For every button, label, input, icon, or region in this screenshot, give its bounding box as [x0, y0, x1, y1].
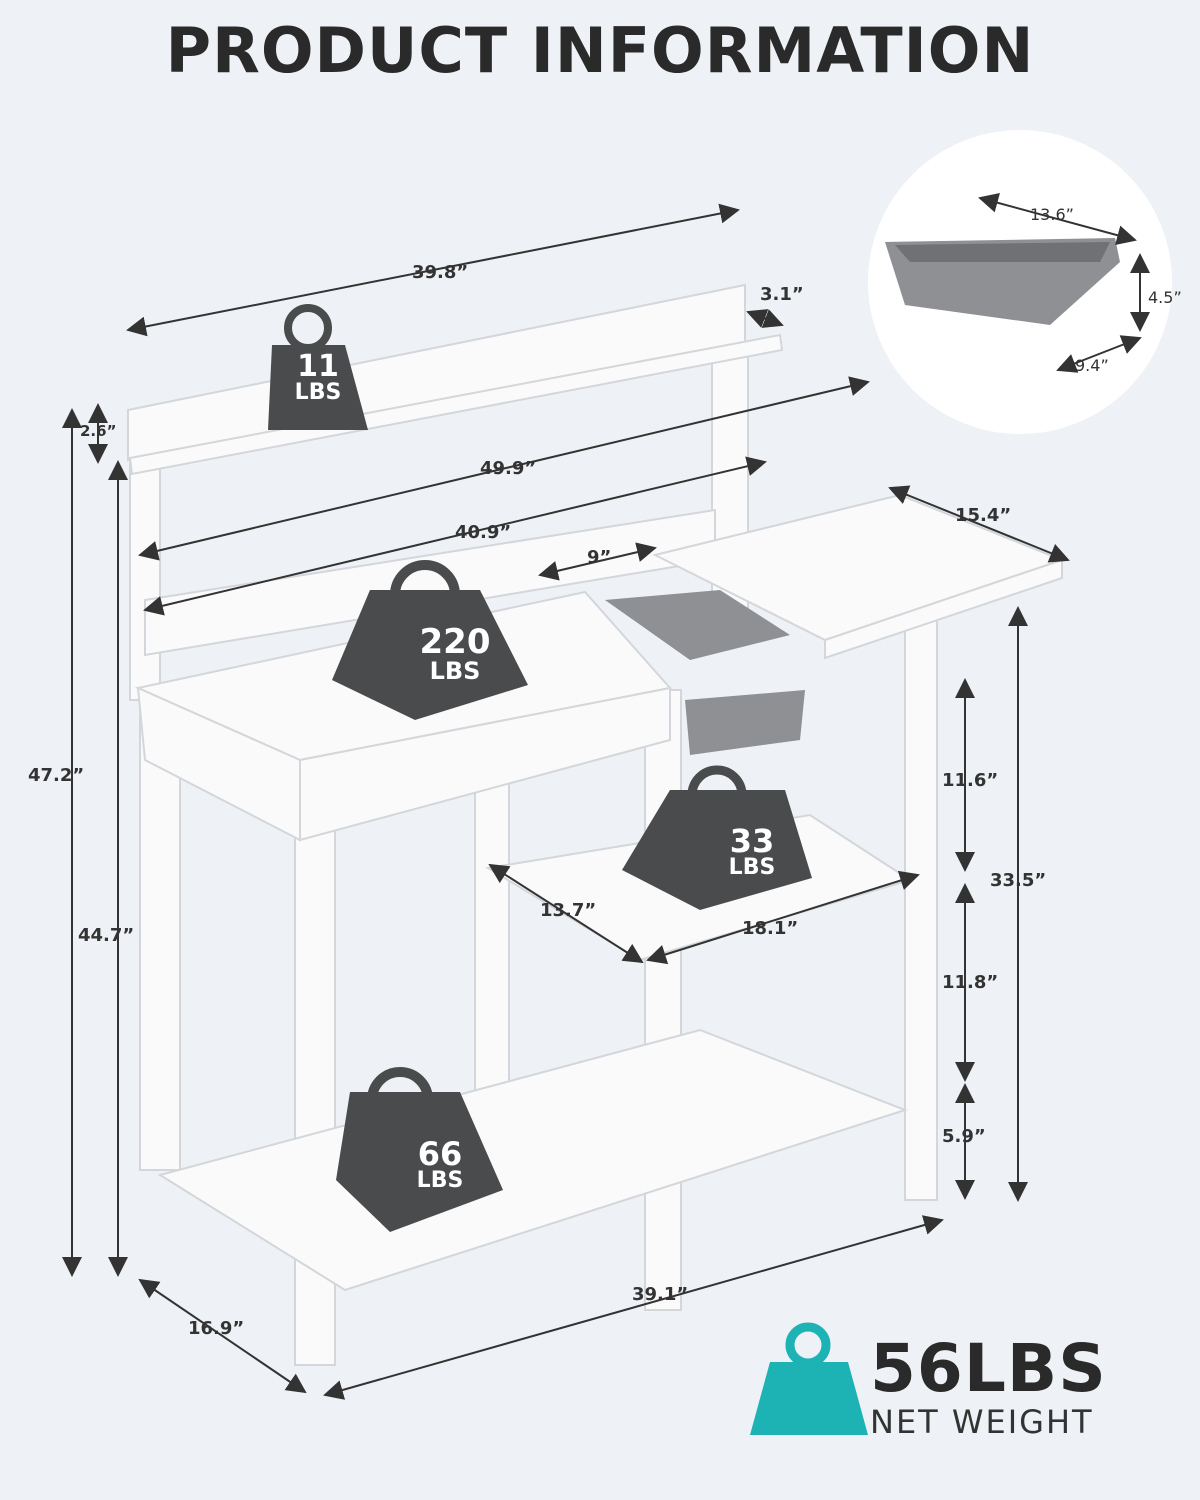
weight-value: 11: [297, 349, 339, 384]
sink-width: 9.4”: [1075, 356, 1109, 375]
leg: [904, 619, 938, 1201]
weight-value: 33: [729, 822, 775, 860]
net-weight-label: NET WEIGHT: [870, 1403, 1094, 1441]
page-title: PRODUCT INFORMATION: [165, 14, 1035, 87]
weight-unit: LBS: [294, 380, 342, 405]
weight-11: 11 LBS: [288, 352, 348, 404]
tabletop-side: [299, 686, 671, 842]
sink-height: 4.5”: [1148, 288, 1182, 307]
bottom-shelf: [157, 1028, 908, 1292]
weight-unit: LBS: [429, 657, 481, 685]
weight-value: 66: [417, 1135, 463, 1173]
dim-middle-clearance: 11.8”: [942, 972, 999, 993]
weight-220: 220 LBS: [400, 625, 510, 683]
dim-overall-height: 47.2”: [28, 765, 85, 786]
dim-side-table-depth: 15.4”: [955, 505, 1012, 526]
back-left-post: [129, 459, 161, 701]
net-weight: 56LBS NET WEIGHT: [870, 1330, 1107, 1441]
weight-value: 220: [419, 622, 491, 662]
dim-bottom-depth: 16.9”: [188, 1318, 245, 1339]
dim-table-width: 40.9”: [455, 522, 512, 543]
dim-sink-gap: 9”: [587, 547, 612, 568]
dim-overall-width: 49.9”: [480, 458, 537, 479]
dim-shelf-height: 2.6”: [80, 422, 117, 440]
net-weight-value: 56LBS: [870, 1330, 1107, 1407]
dim-table-height: 33.5”: [990, 870, 1047, 891]
sink-length: 13.6”: [1030, 205, 1074, 224]
weight-66: 66 LBS: [400, 1138, 480, 1192]
dim-middle-shelf-width: 18.1”: [742, 918, 799, 939]
dim-back-height: 44.7”: [78, 925, 135, 946]
weight-icons: [268, 304, 812, 1232]
leg: [474, 759, 510, 1121]
dim-top-width: 39.8”: [412, 262, 469, 283]
weight-unit: LBS: [728, 855, 776, 880]
weight-33: 33 LBS: [712, 825, 792, 879]
weight-unit: LBS: [416, 1168, 464, 1193]
dim-upper-clearance: 11.6”: [942, 770, 999, 791]
dim-bottom-width: 39.1”: [632, 1284, 689, 1305]
leg: [644, 689, 682, 1311]
dim-bottom-clearance: 5.9”: [942, 1126, 986, 1147]
dim-backboard-depth: 3.1”: [760, 284, 804, 305]
dim-middle-shelf-depth: 13.7”: [540, 900, 597, 921]
net-weight-icon: [750, 1322, 868, 1435]
